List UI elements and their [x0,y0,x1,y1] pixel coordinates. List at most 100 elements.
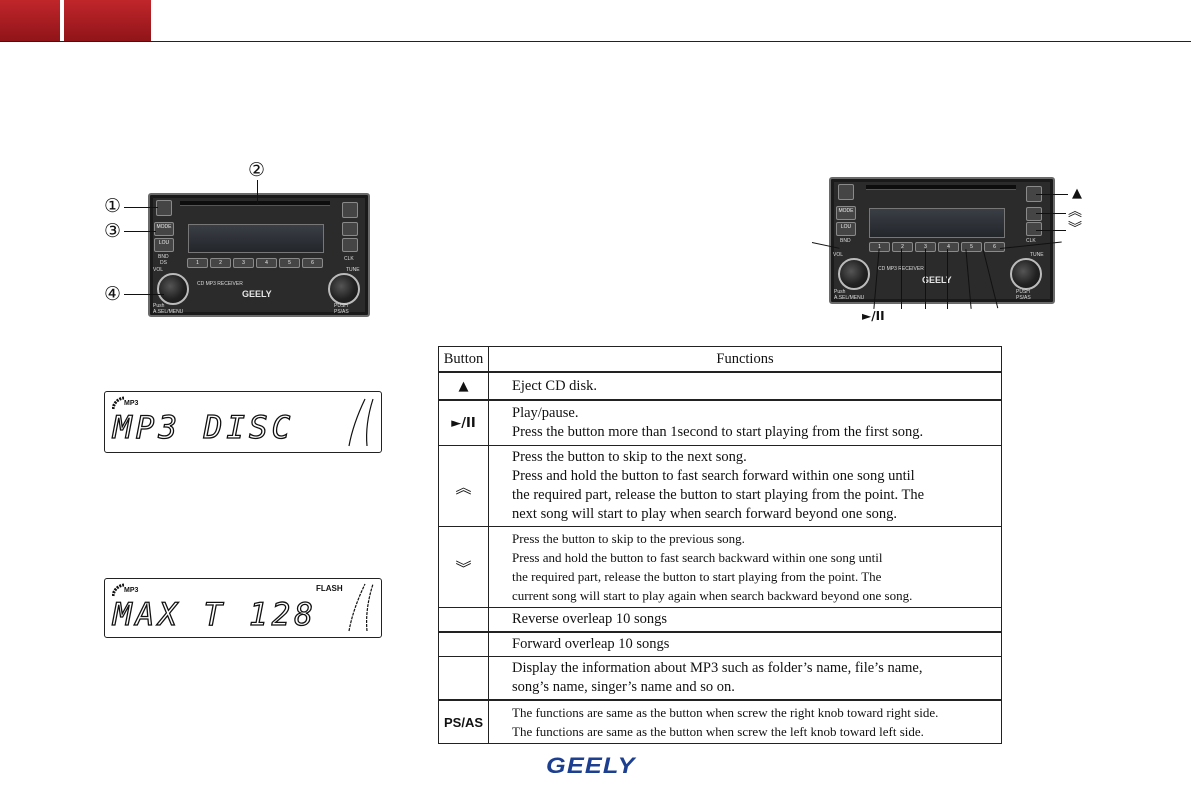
right-lou-button: LOU [836,222,856,236]
right-model-label: CD MP3 RECEIVER [878,266,924,272]
left-preset-2: 2 [210,258,231,268]
button-cell-empty [438,607,489,632]
right-mode-button: MODE [836,206,856,220]
right-leader-preset-4 [947,249,948,309]
callout-2: ② [248,159,266,181]
button-previous-icon: ︾ [438,526,489,608]
header-tab-right [64,0,151,42]
mp3-disc-icon [112,396,125,410]
lcd-1-level-bars [348,398,374,447]
right-bnd-label: BND [840,238,851,244]
callout-2-leader [257,180,258,204]
left-radio-lcd [188,224,324,253]
left-cd-slot [180,201,330,206]
right-leader-preset-3 [925,249,926,309]
table-row: ︽ Press the button to skip to the next s… [438,445,1002,527]
left-clk-label: CLK [344,256,354,262]
table-row: PS/AS The functions are same as the butt… [438,700,1002,744]
header-functions: Functions [488,346,1002,372]
left-preset-6: 6 [302,258,323,268]
right-vol-knob [838,258,870,290]
lcd-2-mp3-label: MP3 [124,587,139,594]
right-power-button [838,184,854,200]
right-clk-label: CLK [1026,238,1036,244]
right-marker-playpause-icon: ►/II [862,309,885,323]
button-cell-empty [438,656,489,700]
function-text: Play/pause.Press the button more than 1s… [488,400,1002,446]
right-tune-label: TUNE [1030,252,1044,258]
right-preset-5: 5 [961,242,982,252]
callout-1-leader [124,207,158,208]
header-button: Button [438,346,489,372]
lcd-2-level-bars [348,583,374,632]
left-eject-button [342,202,358,218]
button-next-icon: ︽ [438,445,489,527]
callout-3-leader [124,231,156,232]
mp3-disc-icon [112,583,125,597]
function-text: Reverse overleap 10 songs [488,607,1002,632]
function-table: Button Functions ▲ Eject CD disk. ►/II P… [438,346,1002,744]
left-preset-4: 4 [256,258,277,268]
lcd-2-text: MAX T 128 [112,596,317,633]
left-up-button [342,222,358,236]
button-psas-label: PS/AS [438,700,489,744]
left-vol-label: VOL [153,267,164,273]
button-cell-empty [438,632,489,657]
callout-1: ① [104,195,122,217]
table-row: Reverse overleap 10 songs [438,607,1002,632]
table-row: ▲ Eject CD disk. [438,372,1002,400]
left-preset-3: 3 [233,258,254,268]
right-push-right-label: PUSH PS/AS [1016,289,1031,301]
right-leader-eject [1036,194,1068,195]
left-push-right-label: PUSH PS/AS [334,303,349,315]
function-text: Press the button to skip to the previous… [488,526,1002,608]
left-lou-button: LOU [154,238,174,252]
right-preset-4: 4 [938,242,959,252]
button-playpause-icon: ►/II [438,400,489,446]
table-row: Forward overleap 10 songs [438,632,1002,657]
right-vol-label: VOL [833,252,844,258]
left-ds-label: DS [160,260,167,266]
left-down-button [342,238,358,252]
left-power-button [156,200,172,216]
right-marker-up-icon: ︽ [1068,204,1082,220]
right-leader-up [1036,213,1066,214]
right-leader-down [1036,230,1066,231]
right-marker-down-icon: ︾ [1068,221,1082,237]
lcd-2-flash-label: FLASH [316,584,343,593]
table-row: ►/II Play/pause.Press the button more th… [438,400,1002,446]
left-model-label: CD MP3 RECEIVER [197,281,243,287]
right-preset-2: 2 [892,242,913,252]
left-tune-knob [328,273,360,305]
button-eject-icon: ▲ [438,372,489,400]
right-preset-1: 1 [869,242,890,252]
right-marker-eject-icon: ▲ [1072,186,1082,201]
function-text: The functions are same as the button whe… [488,700,1002,744]
function-text: Press the button to skip to the next son… [488,445,1002,527]
callout-4: ④ [104,283,122,305]
right-push-left-label: Push A.SEL/MENU [834,289,865,301]
lcd-1-mp3-label: MP3 [124,400,139,407]
left-bnd-label: BND [158,254,169,260]
right-tune-knob [1010,258,1042,290]
callout-4-leader [124,294,164,295]
right-down-button [1026,222,1042,236]
footer-brand-logo: GEELY [546,753,636,778]
table-header-row: Button Functions [438,346,1002,372]
header-rule [0,41,1191,42]
table-row: ︾ Press the button to skip to the previo… [438,526,1002,608]
lcd-panel-max-t128: MP3 FLASH MAX T 128 [104,578,382,638]
left-vol-knob [157,273,189,305]
right-leader-preset-2 [901,249,902,309]
function-text: Eject CD disk. [488,372,1002,400]
right-radio-lcd [869,208,1005,238]
left-mode-button: MODE [154,222,174,236]
header-tab-left [0,0,60,42]
right-cd-slot [866,185,1016,190]
left-preset-5: 5 [279,258,300,268]
right-brand-logo: GEELY [922,275,952,285]
function-text: Display the information about MP3 such a… [488,656,1002,700]
lcd-panel-mp3-disc: MP3 MP3 DISC [104,391,382,453]
lcd-1-text: MP3 DISC [112,409,295,446]
function-text: Forward overleap 10 songs [488,632,1002,657]
